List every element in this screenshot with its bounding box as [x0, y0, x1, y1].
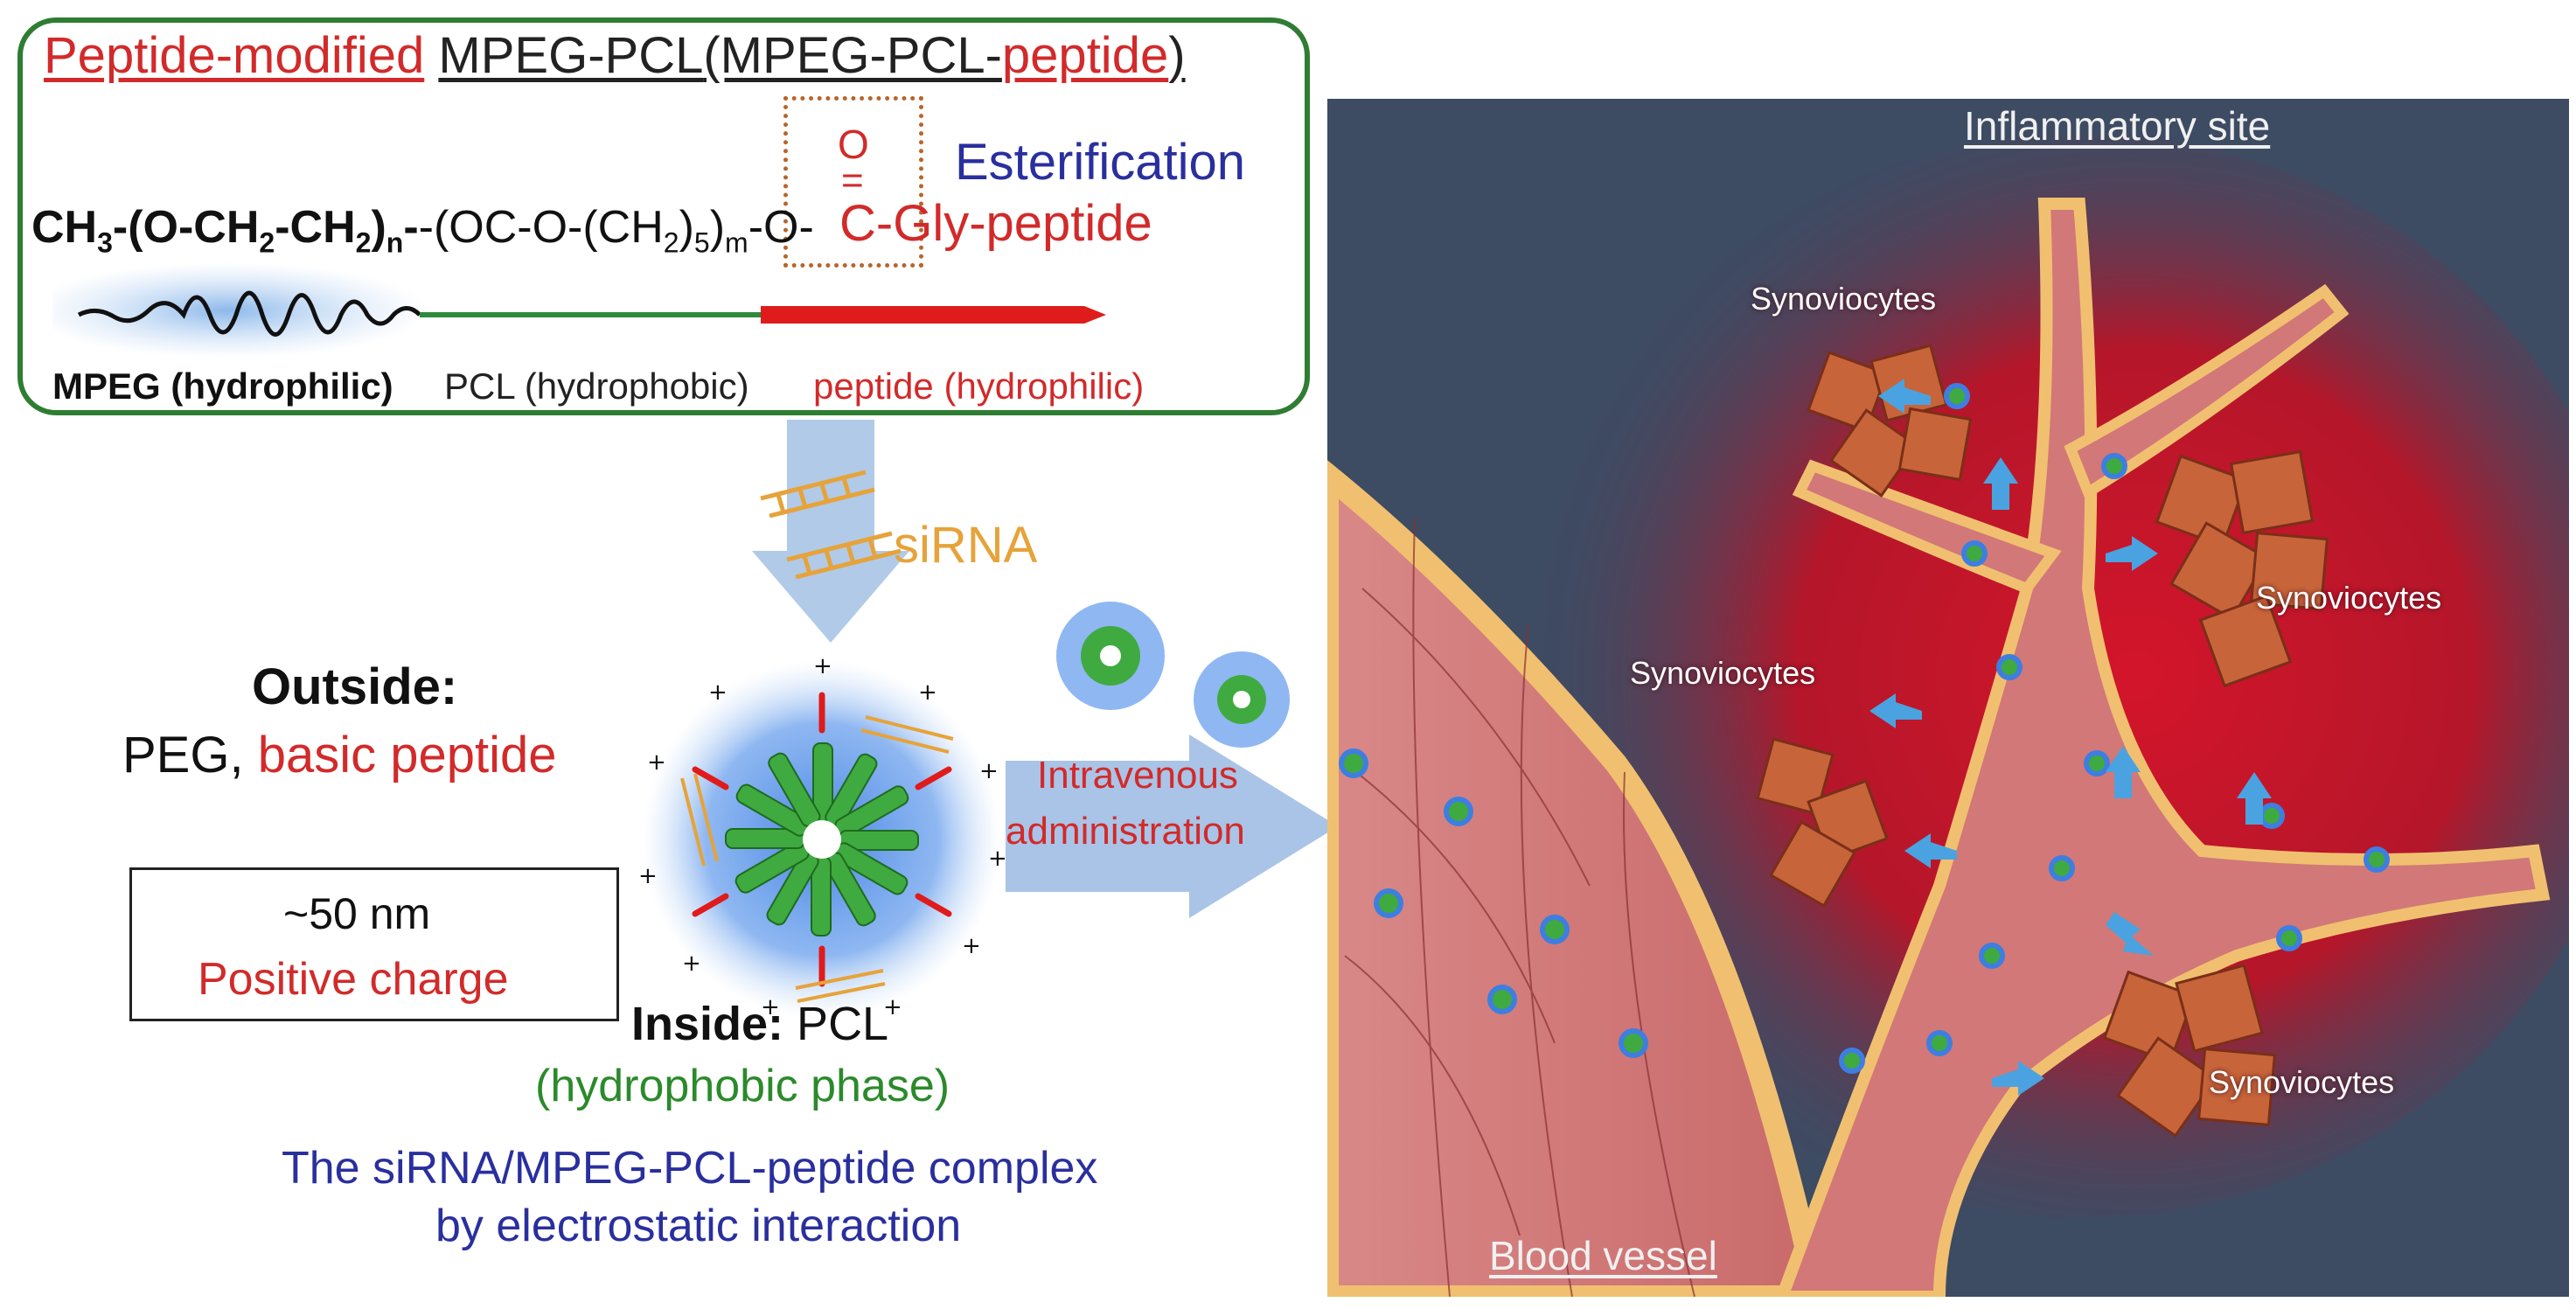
synoviocytes-label-4: Synoviocytes [2209, 1064, 2395, 1100]
pcl-core [725, 742, 919, 936]
svg-text:+: + [813, 653, 832, 679]
peptide-spikes [692, 692, 952, 987]
down-arrow [752, 420, 909, 643]
small-micelles [1056, 602, 1290, 748]
mpeg-wave [77, 290, 421, 337]
complex-line1: The siRNA/MPEG-PCL-peptide complex [282, 1143, 1098, 1194]
svg-text:+: + [638, 863, 658, 889]
synoviocyte-cluster-4 [2102, 964, 2276, 1138]
peptide-segment [761, 306, 1106, 324]
synoviocytes-label-1: Synoviocytes [1751, 281, 1937, 317]
admin-line1: Intravenous [1037, 754, 1238, 797]
vessel-grid [1344, 518, 1695, 1297]
ester-bond-highlight [783, 96, 923, 268]
sirna-label: siRNA [894, 517, 1038, 574]
svg-text:+: + [647, 749, 666, 776]
title-close: ) [1168, 27, 1186, 84]
inside-label: Inside: PCL [631, 998, 889, 1050]
outside-peg: PEG, [122, 727, 244, 783]
outside-label: Outside: [252, 658, 458, 715]
chemical-formula: CH3-(O-CH2-CH2)n--(OC-O-(CH2)5)m-O- [31, 202, 814, 259]
inflammatory-site-label: Inflammatory site [1964, 103, 2271, 149]
inflammation-illustration [1327, 134, 2569, 1297]
size-charge-box [129, 867, 619, 1021]
blood-vessel-label: Blood vessel [1489, 1233, 1717, 1278]
sirna-strands [680, 715, 954, 1003]
branch-left [1792, 459, 2062, 595]
carbonyl-double-bond: = [841, 159, 864, 202]
svg-text:+: + [979, 758, 999, 784]
micelle-illustration: + + + + + + + + + + + [638, 653, 1007, 1020]
outside-peptide: basic peptide [257, 727, 557, 783]
administration-arrow [1006, 735, 1338, 918]
mpeg-label: MPEG (hydrophilic) [52, 366, 393, 407]
blood-vessel [1327, 460, 1829, 1297]
polymer-title: Peptide-modified MPEG-PCL(MPEG-PCL-pepti… [44, 26, 1186, 85]
carbonyl-oxygen: O [838, 122, 869, 167]
polymer-chain-schematic [52, 262, 1106, 359]
gly-peptide-label: C-Gly-peptide [839, 195, 1152, 252]
svg-text:+: + [962, 933, 981, 959]
svg-text:+: + [883, 994, 902, 1020]
sirna-icon [760, 470, 902, 580]
title-paren: (MPEG-PCL- [703, 27, 1002, 84]
synoviocytes-label-2: Synoviocytes [2256, 580, 2442, 616]
mpeg-glow [52, 262, 428, 359]
inside-phase: (hydrophobic phase) [535, 1061, 950, 1111]
title-mpeg-pcl: MPEG-PCL [438, 27, 704, 84]
charge-label: Positive charge [198, 954, 509, 1005]
peptide-label: peptide (hydrophilic) [813, 366, 1145, 407]
synoviocyte-cluster-2 [2155, 449, 2329, 688]
branch-upper-right [2064, 283, 2350, 500]
esterification-label: Esterification [955, 134, 1246, 191]
title-peptide-modified: Peptide-modified [44, 27, 425, 84]
complex-line2: by electrostatic interaction [435, 1201, 962, 1251]
svg-text:+: + [682, 950, 701, 977]
svg-text:+: + [988, 846, 1007, 872]
inflammation-panel: Inflammatory site Blood vessel Synoviocy… [1327, 99, 2569, 1297]
outside-description: PEG, basic peptide [122, 726, 557, 784]
release-arrows [1869, 379, 2272, 1096]
admin-line2: administration [1006, 810, 1245, 853]
size-label: ~50 nm [283, 889, 431, 938]
synoviocytes-label-3: Synoviocytes [1630, 655, 1816, 691]
pcl-label: PCL (hydrophobic) [444, 366, 749, 407]
title-peptide: peptide [1001, 27, 1169, 84]
svg-text:+: + [918, 679, 937, 706]
nanoparticles [1339, 383, 2390, 1074]
positive-charges: + + + + + + + + + + + [638, 653, 1007, 1020]
svg-text:+: + [761, 994, 780, 1020]
svg-text:+: + [708, 679, 728, 706]
synoviocyte-cluster-3 [1756, 737, 1889, 908]
